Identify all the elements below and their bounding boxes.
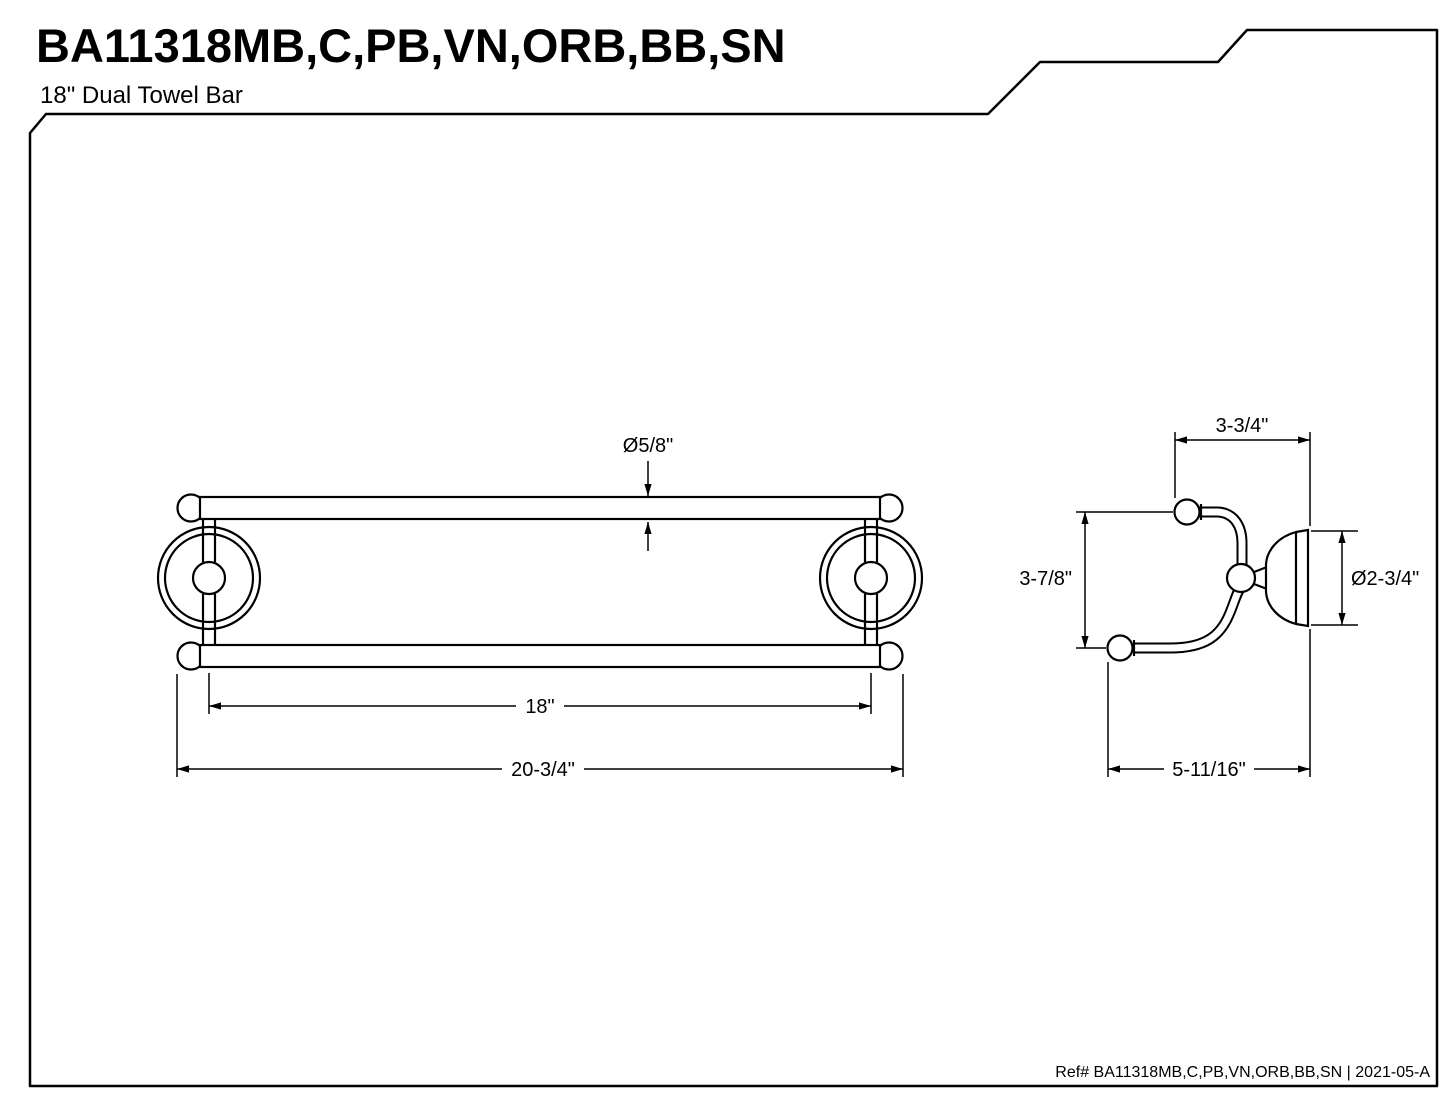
front-right-post-knob — [853, 560, 889, 596]
front-bottom-towel-bar — [198, 643, 882, 669]
sheet-border — [28, 28, 1439, 1088]
side-view: 3-3/4" 3-7/8" Ø2-3/4" 5-11/16" — [1019, 415, 1419, 781]
side-wall-flange — [1264, 528, 1310, 628]
front-top-towel-bar — [198, 495, 882, 521]
dim-overall-projection: 5-11/16" — [1107, 629, 1311, 781]
dim-flange-diameter-label: Ø2-3/4" — [1351, 568, 1419, 590]
front-left-post-arms — [201, 519, 217, 645]
drawing-subtitle: 18" Dual Towel Bar — [40, 82, 243, 109]
dim-overall-projection-label: 5-11/16" — [1172, 759, 1245, 781]
dim-bar-length-label: 18" — [525, 696, 554, 718]
dim-overall-width: 20-3/4" — [176, 674, 904, 781]
side-post-hub — [1225, 562, 1257, 594]
front-left-post-knob — [191, 560, 227, 596]
title-block: BA11318MB,C,PB,VN,ORB,BB,SN 18" Dual Tow… — [36, 19, 786, 109]
front-left-flange-inner-circle — [163, 532, 255, 624]
side-bottom-arm — [1133, 582, 1247, 654]
dimension-text-backing — [1164, 757, 1254, 780]
dim-top-projection: 3-3/4" — [1174, 415, 1311, 526]
side-hub-neck-top — [1253, 565, 1268, 574]
front-right-post-arms — [863, 519, 879, 645]
dimension-text-backing — [502, 757, 584, 780]
front-view: Ø5/8" 18" 20-3/4" — [156, 435, 924, 781]
dim-bar-spacing-label: 3-7/8" — [1019, 568, 1072, 590]
dim-bar-diameter: Ø5/8" — [623, 435, 673, 551]
dim-flange-diameter: Ø2-3/4" — [1311, 530, 1419, 626]
side-hub-neck-bottom — [1253, 582, 1268, 591]
dim-bar-spacing: 3-7/8" — [1019, 511, 1173, 649]
drawing-title: BA11318MB,C,PB,VN,ORB,BB,SN — [36, 19, 786, 72]
side-bottom-bar-finial — [1106, 634, 1134, 662]
side-top-arm — [1199, 506, 1248, 568]
dim-overall-width-label: 20-3/4" — [511, 759, 575, 781]
dimension-text-backing — [516, 694, 564, 717]
dim-bar-diameter-label: Ø5/8" — [623, 435, 673, 457]
side-top-bar-finial — [1173, 498, 1201, 526]
dim-top-projection-label: 3-3/4" — [1216, 415, 1269, 437]
reference-note: Ref# BA11318MB,C,PB,VN,ORB,BB,SN | 2021-… — [1055, 1064, 1430, 1081]
dim-bar-length: 18" — [208, 673, 872, 718]
front-right-flange-inner-circle — [825, 532, 917, 624]
